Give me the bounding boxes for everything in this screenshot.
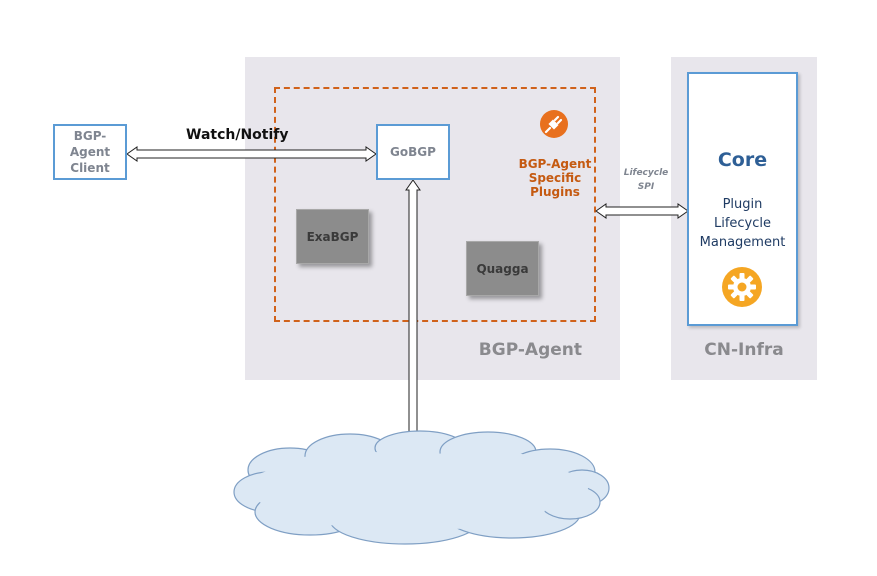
- cloud-to-gobgp-arrow: [405, 179, 421, 441]
- watch-notify-label: Watch/Notify: [186, 127, 289, 143]
- core-line3: Management: [699, 235, 786, 250]
- bgp-agent-panel-label: BGP-Agent: [478, 340, 582, 360]
- cloud-shape: [233, 430, 610, 545]
- core-title: Core: [717, 149, 768, 171]
- exabgp-label: ExaBGP: [306, 229, 359, 244]
- lifecycle-spi-label: Lifecycle SPI: [616, 166, 676, 194]
- lifecycle-spi-line2: SPI: [637, 182, 655, 192]
- bgp-agent-client-line2: Client: [70, 161, 110, 175]
- core-box: [687, 72, 798, 326]
- quagga-node: Quagga: [466, 241, 539, 296]
- quagga-label: Quagga: [476, 261, 529, 276]
- plugins-label-line2: Specific: [528, 171, 582, 185]
- plugins-label: BGP-Agent Specific Plugins: [505, 157, 605, 199]
- watch-notify-arrow: [126, 146, 377, 162]
- core-line1: Plugin: [722, 197, 763, 212]
- bgp-agent-client-line1: BGP-Agent: [69, 129, 111, 159]
- gobgp-label: GoBGP: [390, 145, 436, 159]
- plugins-label-line3: Plugins: [530, 185, 580, 199]
- core-description: Plugin Lifecycle Management: [687, 195, 798, 252]
- lifecycle-spi-arrow: [595, 203, 689, 219]
- core-line2: Lifecycle: [713, 216, 772, 231]
- plugins-label-line1: BGP-Agent: [518, 157, 592, 171]
- gear-icon: [722, 267, 762, 307]
- gobgp-node: GoBGP: [376, 124, 450, 180]
- plug-icon: [540, 110, 568, 138]
- bgp-agent-client-node: BGP-Agent Client: [53, 124, 127, 180]
- exabgp-node: ExaBGP: [296, 209, 369, 264]
- lifecycle-spi-line1: Lifecycle: [623, 168, 669, 178]
- cn-infra-panel-label: CN-Infra: [704, 340, 784, 360]
- plugins-container: [274, 87, 596, 322]
